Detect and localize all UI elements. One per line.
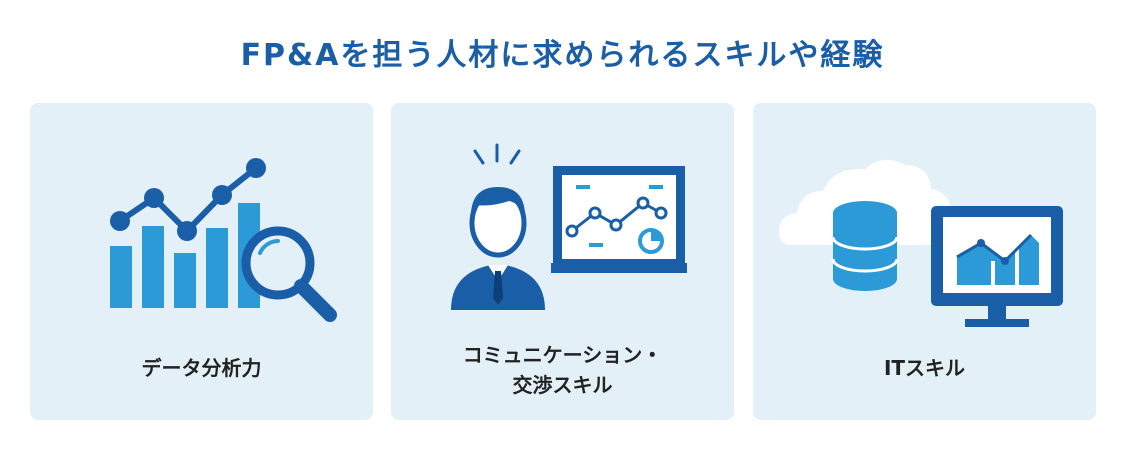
skill-card-label-line2: 交渉スキル: [512, 373, 613, 397]
bar-chart-magnifier-icon: [110, 158, 337, 322]
skill-card-label: コミュニケーション・ 交渉スキル: [391, 340, 734, 400]
presenter-whiteboard-icon: [451, 143, 687, 310]
skill-card-label-line1: コミュニケーション・: [462, 343, 663, 367]
database-cloud-monitor-icon: [779, 159, 1063, 327]
skill-card-data-analysis: データ分析力: [30, 103, 373, 420]
skill-card-communication: コミュニケーション・ 交渉スキル: [391, 103, 734, 420]
skill-card-label: ITスキル: [883, 356, 966, 380]
skill-card-it: ITスキル: [753, 103, 1096, 420]
skill-card-label: データ分析力: [141, 356, 262, 380]
page-title: FP&Aを担う人材に求められるスキルや経験: [240, 38, 885, 73]
